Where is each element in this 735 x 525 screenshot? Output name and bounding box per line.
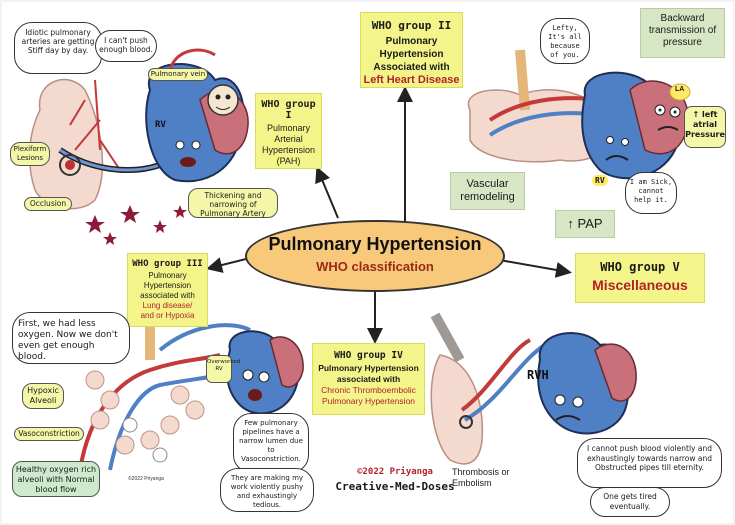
group3-credit-small: ©2022 Priyanga xyxy=(128,476,164,482)
group1-label-occlusion: Occlusion xyxy=(24,197,72,211)
group2-line2: Associated with xyxy=(373,62,450,73)
group1-label-vein-text: Pulmonary vein xyxy=(150,70,206,78)
group2-backward-box: Backward transmission of pressure xyxy=(640,8,725,58)
group3-heading: WHO group III xyxy=(132,259,203,269)
group2-box: WHO group II Pulmonary Hypertension Asso… xyxy=(360,12,463,88)
group4-line2: associated with xyxy=(336,374,401,384)
group2-illustration xyxy=(467,49,691,180)
group3-hypoxic-label: Hypoxic Alveoli xyxy=(22,383,64,409)
group3-vasoconstriction-text: Vasoconstriction xyxy=(18,429,80,438)
group5-thrombosis-text: Thrombosis or Embolism xyxy=(452,467,510,488)
group1-line3: Hypertension xyxy=(261,145,316,155)
group1-line1: Pulmonary xyxy=(266,123,311,133)
credit-line2: Creative-Med-Doses xyxy=(335,480,455,493)
group5-bubble-tired-text: One gets tired eventually. xyxy=(603,492,657,511)
group4-line1: Pulmonary Hypertension xyxy=(318,363,419,373)
group4-line4: Pulmonary Hypertension xyxy=(321,396,416,406)
group3-vasoconstriction-label: Vasoconstriction xyxy=(14,427,84,441)
group1-rv-label: RV xyxy=(155,120,166,130)
group1-abbr: (PAH) xyxy=(276,156,301,166)
group1-label-thickening-text: Thickening and narrowing of Pulmonary Ar… xyxy=(200,191,266,218)
group5-heading: WHO group V xyxy=(600,260,680,274)
group3-line3: associated with xyxy=(140,291,195,300)
group2-vascular-text: Vascular remodeling xyxy=(460,178,515,203)
group2-line3: Left Heart Disease xyxy=(363,74,460,86)
group2-la-label: LA xyxy=(675,86,685,93)
group1-label-plexiform-text: Plexiform Lesions xyxy=(13,145,47,162)
group3-overworked-text: Overworked RV xyxy=(207,359,241,372)
center-oval: Pulmonary Hypertension WHO classificatio… xyxy=(245,220,505,292)
group1-label-occlusion-text: Occlusion xyxy=(29,199,67,208)
group2-backward-text: Backward transmission of pressure xyxy=(648,13,717,48)
group3-bubble-oxygen: First, we had less oxygen. Now we don't … xyxy=(12,312,130,364)
group5-rvh-label: RVH xyxy=(527,368,549,382)
group3-line4: Lung disease/ xyxy=(142,301,193,310)
center-title: Pulmonary Hypertension xyxy=(268,234,482,254)
group2-vascular-box: Vascular remodeling xyxy=(450,172,525,210)
group3-bubble-pipelines: Few pulmonary pipelines have a narrow lu… xyxy=(233,413,309,473)
group3-line2: Hypertension xyxy=(143,281,192,290)
group2-left-atrial-box: ↑ left atrial Pressure xyxy=(684,106,726,148)
group2-pap-text: ↑ PAP xyxy=(567,216,603,231)
group5-bubble-cannot: I cannot push blood violently and exhaus… xyxy=(577,438,722,488)
group5-illustration xyxy=(430,312,637,465)
lv-face xyxy=(207,84,239,116)
group2-bubble-lefty-text: Lefty, It's all because of you. xyxy=(548,24,582,59)
group1-bubble-push: I can't push enough blood. xyxy=(95,30,157,62)
group1-heading: WHO group I xyxy=(261,99,316,121)
group3-healthy-label: Healthy oxygen rich alveoli with Normal … xyxy=(12,461,100,497)
group2-line1: Pulmonary Hypertension xyxy=(379,36,444,60)
group2-left-atrial-text: ↑ left atrial Pressure xyxy=(685,110,725,139)
group5-box: WHO group V Miscellaneous xyxy=(575,253,705,303)
group4-line3: Chronic Thromboembolic xyxy=(321,385,416,395)
group5-bubble-tired: One gets tired eventually. xyxy=(590,487,670,517)
group2-heading: WHO group II xyxy=(371,19,452,32)
group3-overworked-label: Overworked RV xyxy=(206,355,240,383)
group3-box: WHO group III Pulmonary Hypertension ass… xyxy=(127,253,208,327)
plexiform-lesion-shape xyxy=(59,154,81,176)
group3-bubble-oxygen-text: First, we had less oxygen. Now we don't … xyxy=(18,319,118,362)
group3-line1: Pulmonary xyxy=(148,271,187,280)
group5-bubble-cannot-text: I cannot push blood violently and exhaus… xyxy=(586,444,713,472)
group3-healthy-text: Healthy oxygen rich alveoli with Normal … xyxy=(15,465,97,494)
group2-bubble-lefty: Lefty, It's all because of you. xyxy=(540,18,590,64)
group1-bubble-push-text: I can't push enough blood. xyxy=(99,36,153,54)
group1-bubble-stiff: Idiotic pulmonary arteries are getting S… xyxy=(14,22,102,74)
group3-bubble-pipelines-text: Few pulmonary pipelines have a narrow lu… xyxy=(239,419,303,463)
group2-pap-box: ↑ PAP xyxy=(555,210,615,238)
group1-illustration xyxy=(28,48,249,245)
group3-line5: and or Hypoxia xyxy=(140,311,195,320)
arrow-to-group1 xyxy=(315,166,339,219)
credit-block: ©2022 Priyanga Creative-Med-Doses xyxy=(330,467,460,493)
group5-line1: Miscellaneous xyxy=(592,277,688,293)
group1-label-thickening: Thickening and narrowing of Pulmonary Ar… xyxy=(188,188,278,218)
group2-bubble-sick-text: I am Sick, cannot help it. xyxy=(629,178,673,204)
group1-bubble-stiff-text: Idiotic pulmonary arteries are getting S… xyxy=(21,28,95,55)
group1-line2: Arterial xyxy=(274,134,303,144)
group1-label-plexiform: Plexiform Lesions xyxy=(10,142,50,166)
group2-rv-label: RV xyxy=(592,175,608,186)
group1-label-vein: Pulmonary vein xyxy=(148,68,208,81)
group1-box: WHO group I Pulmonary Arterial Hypertens… xyxy=(255,93,322,169)
group2-bubble-sick: I am Sick, cannot help it. xyxy=(625,172,677,214)
credit-line1: ©2022 Priyanga xyxy=(357,467,433,477)
group4-heading: WHO group IV xyxy=(334,350,403,361)
center-subtitle: WHO classification xyxy=(316,259,434,274)
group3-hypoxic-text: Hypoxic Alveoli xyxy=(27,386,59,405)
group4-box: WHO group IV Pulmonary Hypertension asso… xyxy=(312,343,425,415)
group3-bubble-making: They are making my work violently pushy … xyxy=(220,468,314,512)
group3-bubble-making-text: They are making my work violently pushy … xyxy=(230,474,304,509)
group5-thrombosis-label: Thrombosis or Embolism xyxy=(452,467,522,489)
